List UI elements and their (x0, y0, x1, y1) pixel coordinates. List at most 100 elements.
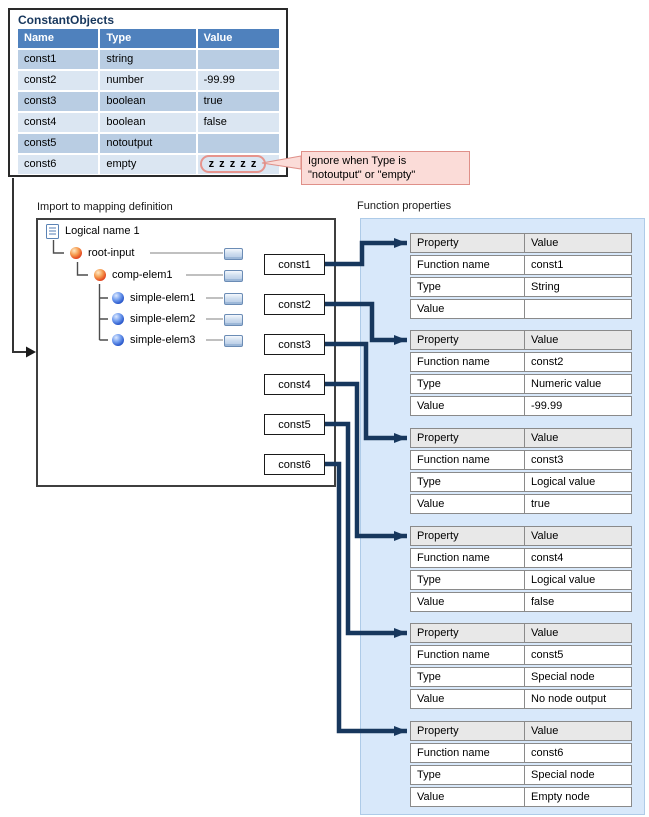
property-label: Function name (410, 255, 525, 275)
column-header-value: Value (525, 233, 632, 253)
property-label: Function name (410, 352, 525, 372)
table-row: Type Special node (410, 765, 632, 785)
property-label: Value (410, 299, 525, 319)
cell-value (197, 134, 279, 153)
tree-node: root-input (70, 245, 134, 261)
property-value: Special node (525, 667, 632, 687)
column-header-name: Name (18, 29, 99, 48)
table-header-row: Property Value (410, 623, 632, 643)
cell-type: string (100, 50, 196, 69)
property-value: -99.99 (525, 396, 632, 416)
property-label: Value (410, 787, 525, 807)
table-row: Type Numeric value (410, 374, 632, 394)
property-value: Special node (525, 765, 632, 785)
cell-name: const5 (18, 134, 99, 153)
tree-node: comp-elem1 (94, 267, 173, 283)
cell-name: const2 (18, 71, 99, 90)
property-label: Function name (410, 548, 525, 568)
table-row: Function name const3 (410, 450, 632, 470)
cell-type: number (100, 71, 196, 90)
column-header-property: Property (410, 721, 525, 741)
cell-type: empty (100, 155, 196, 174)
column-header-value: Value (525, 721, 632, 741)
property-label: Type (410, 667, 525, 687)
property-value (525, 299, 632, 319)
column-header-value: Value (525, 330, 632, 350)
table-row: Value -99.99 (410, 396, 632, 416)
tree-node: simple-elem3 (112, 332, 195, 348)
property-value: No node output (525, 689, 632, 709)
complex-element-icon (94, 269, 106, 281)
table-row: Type Special node (410, 667, 632, 687)
table-row: Value false (410, 592, 632, 612)
table-row: Value Empty node (410, 787, 632, 807)
cell-value (197, 50, 279, 69)
constant-objects-table: Name Type Value const1 string const2 num… (18, 29, 279, 176)
mapping-target-icon (224, 293, 243, 305)
column-header-property: Property (410, 623, 525, 643)
complex-element-icon (70, 247, 82, 259)
table-row: Value true (410, 494, 632, 514)
ignored-value-highlight: z z z z z (199, 155, 267, 173)
const-node-box: const2 (264, 294, 325, 315)
callout-note: Ignore when Type is "notoutput" or "empt… (301, 151, 470, 185)
simple-element-icon (112, 334, 124, 346)
table-row: Function name const5 (410, 645, 632, 665)
property-label: Value (410, 689, 525, 709)
property-value: Logical value (525, 570, 632, 590)
table-row: const1 string (18, 50, 279, 69)
function-properties-table: Property Value Function name const4 Type… (410, 526, 632, 614)
column-header-property: Property (410, 233, 525, 253)
mapping-target-icon (224, 314, 243, 326)
cell-name: const6 (18, 155, 99, 174)
simple-element-icon (112, 313, 124, 325)
property-value: const1 (525, 255, 632, 275)
mapping-target-icon (224, 248, 243, 260)
table-row: Value (410, 299, 632, 319)
table-header-row: Property Value (410, 526, 632, 546)
property-value: const2 (525, 352, 632, 372)
cell-value: false (197, 113, 279, 132)
table-row: Function name const4 (410, 548, 632, 568)
cell-type: boolean (100, 92, 196, 111)
cell-value: -99.99 (197, 71, 279, 90)
property-value: Logical value (525, 472, 632, 492)
tree-node-label: root-input (88, 247, 135, 259)
constant-objects-title: ConstantObjects (18, 13, 115, 27)
constant-objects-panel: ConstantObjects Name Type Value const1 s… (8, 8, 288, 177)
function-properties-table: Property Value Function name const3 Type… (410, 428, 632, 516)
tree-node-label: simple-elem2 (130, 313, 196, 325)
cell-value: true (197, 92, 279, 111)
tree-node-label: comp-elem1 (112, 269, 173, 281)
column-header-type: Type (100, 29, 196, 48)
cell-name: const3 (18, 92, 99, 111)
property-label: Function name (410, 743, 525, 763)
property-label: Type (410, 277, 525, 297)
tree-node-label: Logical name 1 (65, 225, 140, 237)
property-label: Type (410, 374, 525, 394)
simple-element-icon (112, 292, 124, 304)
column-header-property: Property (410, 526, 525, 546)
const-node-box: const6 (264, 454, 325, 475)
property-value: String (525, 277, 632, 297)
tree-node-label: simple-elem3 (130, 334, 196, 346)
table-row: const3 boolean true (18, 92, 279, 111)
cell-name: const1 (18, 50, 99, 69)
column-header-value: Value (525, 428, 632, 448)
table-header-row: Property Value (410, 233, 632, 253)
cell-value: z z z z z (197, 155, 279, 174)
callout-line1: Ignore when Type is (308, 155, 407, 167)
table-row: Type Logical value (410, 570, 632, 590)
table-row: Function name const2 (410, 352, 632, 372)
property-label: Type (410, 472, 525, 492)
property-value: Numeric value (525, 374, 632, 394)
table-row: const4 boolean false (18, 113, 279, 132)
cell-type: boolean (100, 113, 196, 132)
table-header-row: Property Value (410, 428, 632, 448)
table-row: Type Logical value (410, 472, 632, 492)
document-icon (46, 223, 59, 239)
const-node-box: const5 (264, 414, 325, 435)
function-properties-table: Property Value Function name const6 Type… (410, 721, 632, 809)
function-properties-label: Function properties (357, 200, 452, 212)
